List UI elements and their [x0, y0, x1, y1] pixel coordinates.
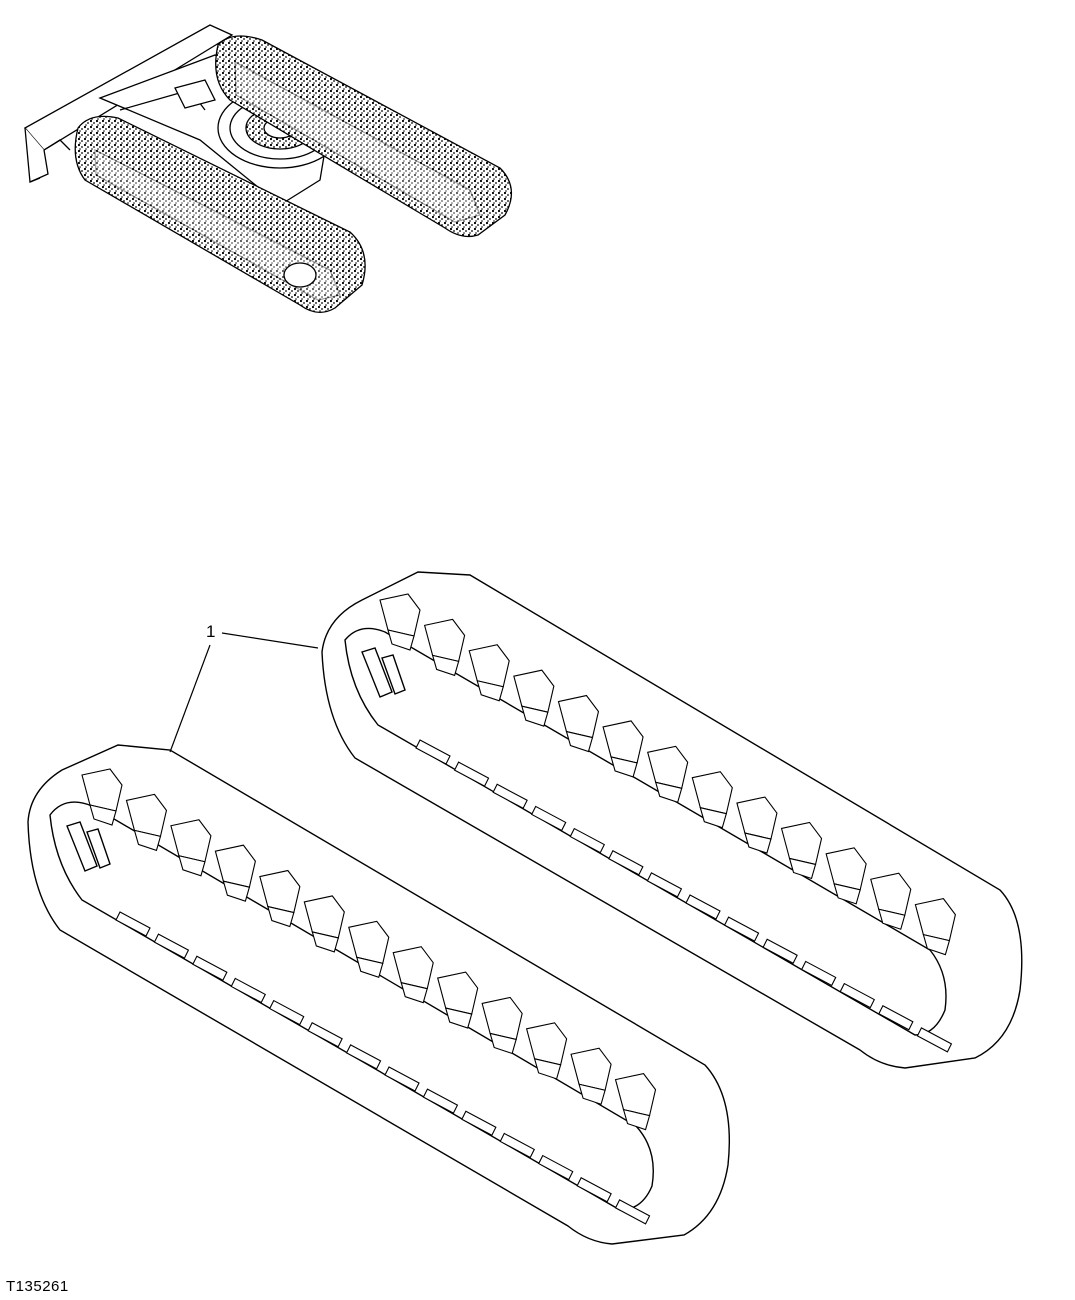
- guide-block: [268, 999, 305, 1026]
- guide-blocks-rear: [415, 739, 953, 1053]
- tread-lug: [468, 644, 510, 688]
- tread-lug: [476, 680, 504, 702]
- tread-lug: [214, 844, 256, 888]
- tread-lugs-rear: [379, 593, 956, 956]
- rubber-track-rear: [321, 571, 1023, 1069]
- guide-block: [422, 1088, 459, 1114]
- tread-lug: [437, 971, 479, 1015]
- tread-lug: [870, 872, 912, 916]
- guide-block: [192, 955, 228, 982]
- tread-lug: [89, 804, 117, 826]
- tread-lug: [81, 768, 123, 812]
- leader-line-front-track: [169, 644, 211, 753]
- guide-block: [569, 827, 606, 854]
- tread-lug: [222, 880, 251, 902]
- tread-lug: [654, 781, 683, 804]
- tread-lug: [744, 832, 772, 854]
- leader-line-rear-track: [221, 632, 319, 649]
- guide-block: [384, 1066, 420, 1092]
- tread-lug: [355, 956, 384, 979]
- tread-lug: [877, 908, 906, 930]
- tread-lug: [267, 905, 295, 928]
- tread-lug: [481, 996, 523, 1041]
- guide-block: [415, 739, 451, 765]
- undercarriage-overview: [23, 24, 512, 313]
- guide-block: [499, 1132, 536, 1159]
- figure-id: T135261: [6, 1278, 69, 1295]
- tread-lug: [431, 654, 460, 677]
- tread-lug: [125, 793, 168, 838]
- tread-lug: [557, 694, 600, 739]
- guide-block: [839, 982, 876, 1009]
- tread-lugs-front: [81, 768, 657, 1131]
- guide-block: [614, 1199, 651, 1225]
- tread-lug: [914, 898, 956, 942]
- guide-blocks-front: [115, 911, 651, 1225]
- tread-lug: [691, 771, 733, 815]
- tread-lug: [699, 806, 727, 829]
- tread-lug: [170, 819, 212, 863]
- guide-block: [646, 872, 683, 898]
- tread-lug: [348, 920, 390, 964]
- guide-block: [115, 911, 151, 937]
- tread-lug: [622, 1108, 651, 1131]
- tread-lug: [423, 618, 466, 663]
- guide-block: [878, 1004, 914, 1031]
- tread-lug: [647, 745, 689, 789]
- tread-lug: [610, 756, 638, 778]
- guide-block: [608, 849, 644, 876]
- guide-block: [307, 1021, 343, 1048]
- tread-lug: [525, 1022, 568, 1066]
- tread-lug: [602, 720, 644, 764]
- tread-lug: [178, 855, 206, 877]
- guide-block: [576, 1176, 612, 1203]
- guide-block: [685, 894, 721, 920]
- tread-lug: [922, 933, 951, 956]
- tread-lug: [387, 629, 415, 651]
- guide-block: [492, 783, 528, 810]
- tread-lug: [379, 593, 421, 637]
- guide-block: [153, 933, 190, 959]
- tread-lug: [570, 1047, 612, 1091]
- guide-block: [230, 977, 267, 1004]
- rear-track-overview: [215, 35, 512, 238]
- tread-lug: [392, 946, 434, 990]
- guide-block: [916, 1027, 953, 1053]
- guide-block: [762, 938, 798, 965]
- tread-lug: [133, 829, 162, 852]
- tread-lug: [788, 857, 817, 880]
- tread-lug: [565, 730, 594, 753]
- tread-lug: [780, 821, 823, 866]
- callout-1-label: 1: [206, 622, 216, 641]
- guide-block: [800, 960, 837, 987]
- tread-lug: [489, 1032, 517, 1055]
- guide-block: [723, 916, 760, 942]
- tread-lug: [311, 931, 339, 953]
- guide-block: [453, 761, 490, 787]
- guide-block: [461, 1110, 497, 1137]
- tread-lug: [513, 669, 555, 713]
- guide-block: [537, 1154, 574, 1181]
- callout-1-leaders: [169, 632, 319, 753]
- guide-block: [530, 805, 567, 832]
- tread-lug: [614, 1073, 657, 1117]
- tread-lug: [259, 869, 301, 914]
- tread-lug: [400, 981, 428, 1004]
- tread-lug: [578, 1083, 606, 1105]
- tread-lug: [833, 883, 861, 905]
- front-track-overview: [74, 115, 366, 313]
- guide-block: [345, 1044, 382, 1070]
- rubber-track-front: [27, 744, 731, 1245]
- tread-lug: [825, 847, 867, 891]
- tread-lug: [303, 895, 345, 939]
- tread-lug: [521, 705, 549, 727]
- tread-lug: [736, 796, 778, 840]
- tread-lug: [533, 1058, 562, 1080]
- tread-lug: [444, 1007, 473, 1029]
